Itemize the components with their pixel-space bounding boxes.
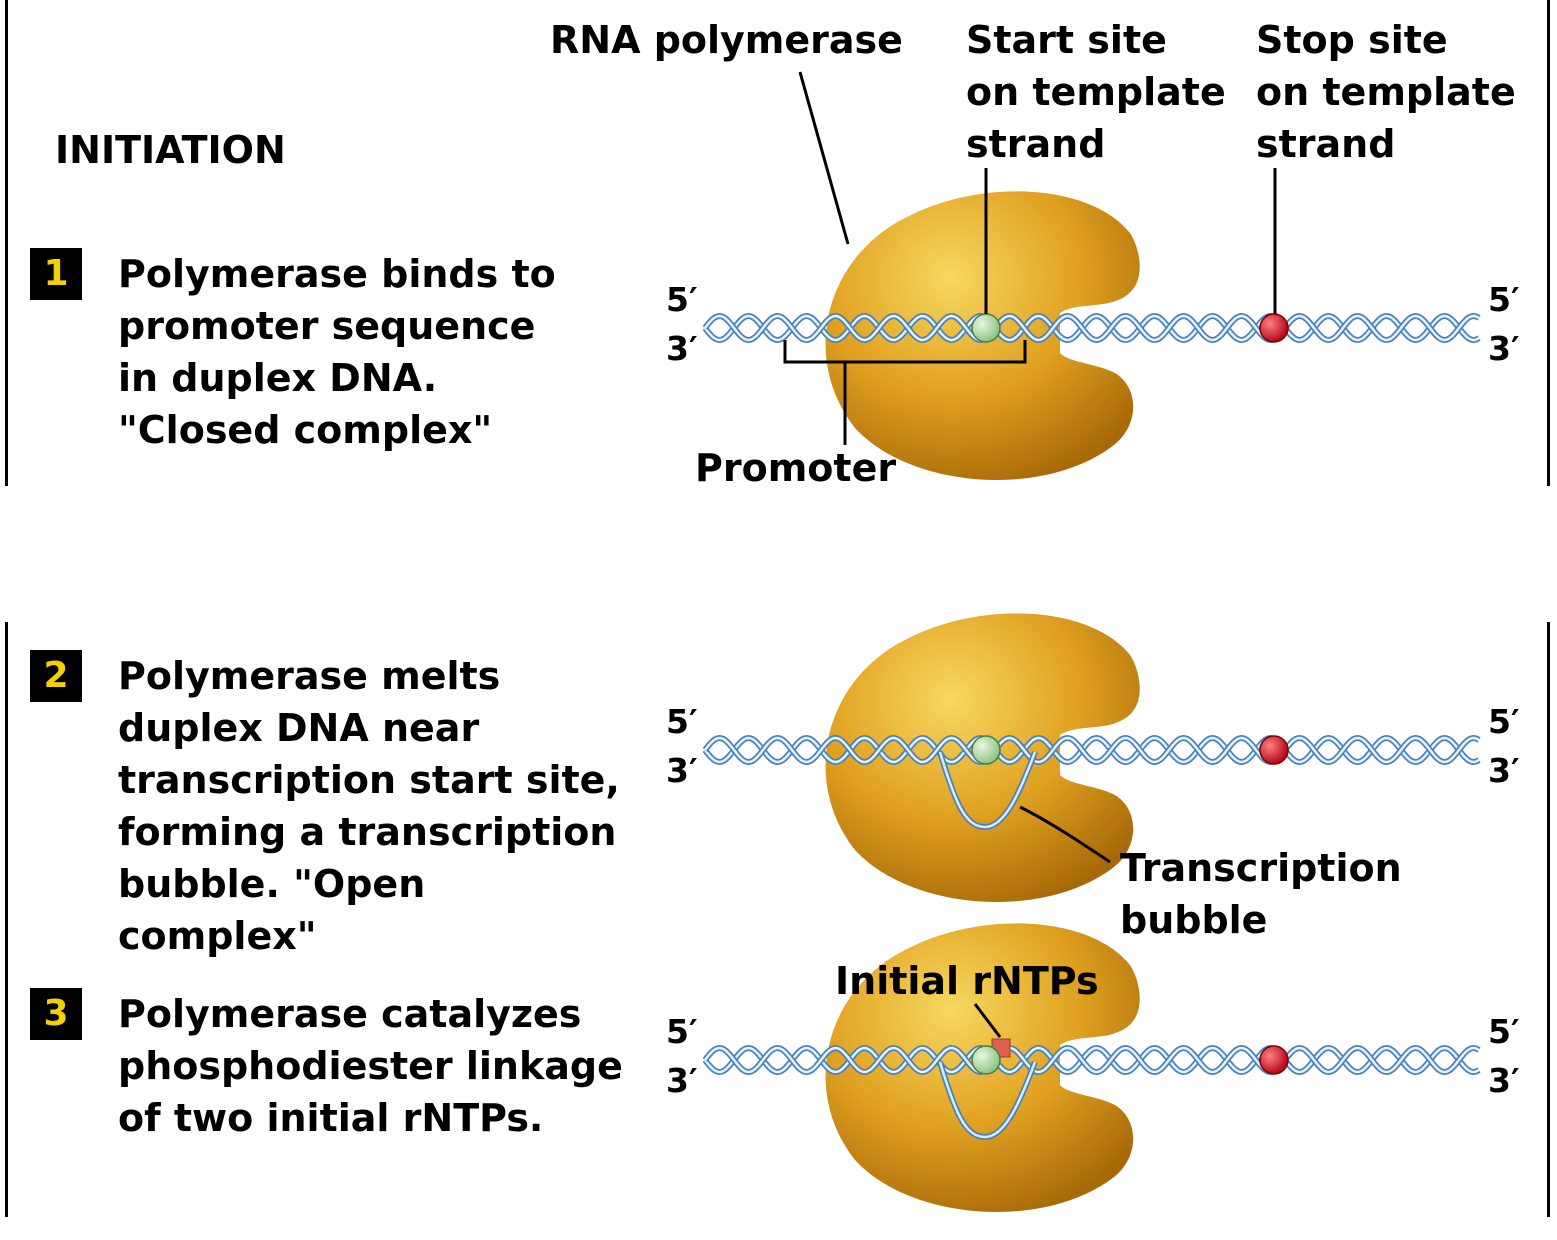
frame-top-left-border <box>5 0 8 486</box>
panel-3-right-3-prime: 3′ <box>1488 1061 1520 1100</box>
stop-site-label: Stop site on template strand <box>1256 18 1516 166</box>
stop-site-marker <box>1259 735 1289 765</box>
frame-bottom-right-border <box>1547 622 1550 1217</box>
initiation-heading: INITIATION <box>55 128 286 172</box>
panel-2-open-complex <box>702 613 1481 903</box>
stop-site-marker <box>1259 1045 1289 1075</box>
panel-1-left-5-prime: 5′ <box>666 280 698 319</box>
initial-rntps-label: Initial rNTPs <box>835 959 1099 1003</box>
transcription-bubble-strand-inner <box>938 751 1037 829</box>
step-3-text: Polymerase catalyzes phosphodiester link… <box>118 992 623 1140</box>
start-site-label: Start site on template strand <box>966 18 1226 166</box>
panel-3-initial-rntps <box>702 923 1481 1213</box>
frame-top-right-border <box>1547 0 1550 486</box>
initial-rntps-leader <box>973 1003 1002 1038</box>
start-site-marker <box>971 1045 1001 1075</box>
rna-polymerase-label: RNA polymerase <box>550 18 903 62</box>
panel-1-right-5-prime: 5′ <box>1488 280 1520 319</box>
step-2-number: 2 <box>30 650 82 702</box>
start-site-marker <box>971 313 1001 343</box>
panel-2-left-5-prime: 5′ <box>666 702 698 741</box>
step-1-number: 1 <box>30 248 82 300</box>
panel-3-left-3-prime: 3′ <box>666 1061 698 1100</box>
panel-2-right-3-prime: 3′ <box>1488 751 1520 790</box>
frame-bottom-left-border <box>5 622 8 1217</box>
step-3-number: 3 <box>30 988 82 1040</box>
transcription-bubble-strand-inner <box>938 1061 1037 1139</box>
panel-2-right-5-prime: 5′ <box>1488 702 1520 741</box>
promoter-bracket <box>783 340 1027 445</box>
panel-1-left-3-prime: 3′ <box>666 329 698 368</box>
panel-3-left-5-prime: 5′ <box>666 1012 698 1051</box>
promoter-label: Promoter <box>695 446 897 490</box>
panel-2-left-3-prime: 3′ <box>666 751 698 790</box>
step-2-text: Polymerase melts duplex DNA near transcr… <box>118 654 620 958</box>
start-site-marker <box>971 735 1001 765</box>
dna-duplex <box>702 312 1481 344</box>
panel-3-right-5-prime: 5′ <box>1488 1012 1520 1051</box>
stop-site-marker <box>1259 313 1289 343</box>
panel-1-closed-complex <box>702 71 1481 481</box>
dna-duplex <box>702 734 1481 766</box>
panel-1-right-3-prime: 3′ <box>1488 329 1520 368</box>
rna-polymerase-leader <box>798 71 850 245</box>
dna-duplex <box>702 1044 1481 1076</box>
transcription-bubble-leader <box>1019 805 1111 864</box>
transcription-bubble-label: Transcription bubble <box>1120 846 1402 942</box>
step-1-text: Polymerase binds to promoter sequence in… <box>118 252 556 452</box>
